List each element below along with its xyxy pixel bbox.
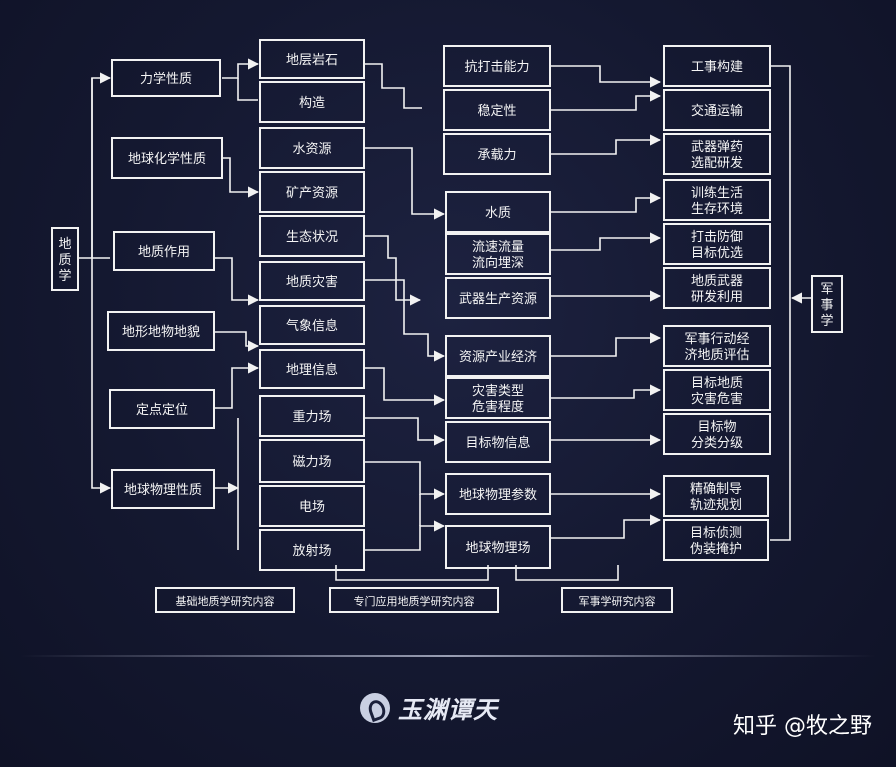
box-wuqidanyao: 武器弹药选配研发 (663, 133, 771, 175)
box-wulicanshu: 地球物理参数 (445, 473, 551, 515)
box-xingdong-label: 军事行动经济地质评估 (684, 332, 749, 363)
box-wuqidanyao-label: 武器弹药选配研发 (691, 140, 743, 171)
box-cili: 磁力场 (259, 439, 365, 483)
box-xunlian: 训练生活生存环境 (663, 179, 771, 221)
box-dili: 地理信息 (259, 349, 365, 389)
box-qixiang: 气象信息 (259, 305, 365, 345)
box-zhongli-label: 重力场 (292, 409, 331, 425)
box-zhence: 目标侦测伪装掩护 (663, 519, 769, 561)
box-zhidao-label: 精确制导轨迹规划 (690, 482, 742, 513)
box-zaihaileixing-label: 灾害类型危害程度 (472, 383, 524, 415)
category-basic-label: 基础地质学研究内容 (176, 594, 275, 608)
box-diqiuhuaxue: 地球化学性质 (111, 137, 223, 179)
box-shuiziyuan-label: 水资源 (292, 142, 331, 157)
box-zaihai: 地质灾害 (259, 261, 365, 301)
box-lixue: 力学性质 (111, 59, 221, 97)
footer-divider (20, 655, 876, 657)
box-wuqiziyuan: 武器生产资源 (445, 277, 551, 319)
box-kangdaji: 抗打击能力 (443, 45, 551, 87)
box-gongshi-label: 工事构建 (691, 60, 743, 75)
box-xunlian-label: 训练生活生存环境 (691, 186, 743, 217)
category-applied-label: 专门应用地质学研究内容 (354, 594, 475, 608)
box-chengzaili: 承载力 (443, 133, 551, 175)
box-mubiaodizhi-label: 目标地质灾害危害 (691, 376, 743, 407)
box-fenlei-label: 目标物分类分级 (691, 420, 743, 451)
box-diqiuhuaxue-label: 地球化学性质 (128, 151, 206, 167)
category-applied: 专门应用地质学研究内容 (329, 587, 499, 613)
box-dili-label: 地理信息 (286, 362, 338, 378)
brand-logo: 玉渊谭天 (360, 690, 498, 725)
box-wulichang: 地球物理场 (445, 525, 551, 569)
box-dajifangyu: 打击防御目标优选 (663, 223, 771, 265)
box-wuqiziyuan-label: 武器生产资源 (459, 292, 537, 307)
box-zhence-label: 目标侦测伪装掩护 (690, 526, 742, 557)
box-diqiuwuli: 地球物理性质 (111, 469, 215, 509)
box-chengzaili-label: 承载力 (477, 148, 516, 163)
box-qixiang-label: 气象信息 (286, 318, 338, 334)
box-mubiaodizhi: 目标地质灾害危害 (663, 369, 771, 411)
box-jiaotong: 交通运输 (663, 89, 771, 131)
box-diqiuwuli-label: 地球物理性质 (124, 483, 202, 498)
box-liusu: 流速流量流向埋深 (445, 233, 551, 275)
watermark: 知乎 @牧之野 (733, 714, 872, 739)
box-dixing-label: 地形地物地貌 (122, 325, 200, 340)
box-wendingxing-label: 稳定性 (477, 103, 516, 119)
box-cili-label: 磁力场 (292, 455, 331, 470)
box-dingdian-label: 定点定位 (136, 403, 188, 418)
box-kuangchan-label: 矿产资源 (286, 186, 338, 201)
box-dizhizuoyong: 地质作用 (113, 231, 215, 271)
logo-mark-icon (360, 692, 390, 723)
box-mubiaowu: 目标物信息 (445, 421, 551, 463)
box-liusu-label: 流速流量流向埋深 (472, 240, 524, 271)
box-dizhixue-label: 地质学 (58, 237, 71, 284)
category-military-label: 军事学研究内容 (579, 594, 656, 608)
box-dianchang-label: 电场 (299, 500, 325, 515)
box-wulicanshu-label: 地球物理参数 (459, 487, 537, 503)
box-junshixue-label: 军事学 (820, 282, 833, 329)
logo-text: 玉渊谭天 (398, 695, 498, 724)
box-xingdong: 军事行动经济地质评估 (663, 325, 771, 367)
box-dixing: 地形地物地貌 (107, 311, 215, 351)
box-fenlei: 目标物分类分级 (663, 413, 771, 455)
box-gouzao-label: 构造 (299, 96, 325, 111)
flow-diagram: 地质学 军事学 力学性质 地球化学性质 地质作用 地形地物地貌 定点定位 地球物… (51, 39, 843, 613)
box-shuizhi: 水质 (445, 191, 551, 233)
box-dizhiwuqi-label: 地质武器研发利用 (691, 274, 743, 305)
box-gouzao: 构造 (259, 81, 365, 123)
box-diceng-label: 地层岩石 (286, 53, 338, 68)
box-dizhiwuqi: 地质武器研发利用 (663, 267, 771, 309)
box-dizhizuoyong-label: 地质作用 (138, 245, 190, 260)
box-wulichang-label: 地球物理场 (465, 541, 530, 556)
box-zhongli: 重力场 (259, 395, 365, 437)
box-dizhixue: 地质学 (51, 227, 79, 291)
box-shuizhi-label: 水质 (485, 206, 511, 221)
box-kangdaji-label: 抗打击能力 (464, 60, 529, 75)
connectors (78, 58, 812, 581)
box-gongshi: 工事构建 (663, 45, 771, 87)
box-dianchang: 电场 (259, 485, 365, 527)
box-diceng: 地层岩石 (259, 39, 365, 79)
box-dajifangyu-label: 打击防御目标优选 (691, 229, 743, 261)
box-kuangchan: 矿产资源 (259, 171, 365, 213)
box-zaihaileixing: 灾害类型危害程度 (445, 377, 551, 419)
category-military: 军事学研究内容 (561, 587, 673, 613)
box-mubiaowu-label: 目标物信息 (465, 435, 530, 451)
box-jiaotong-label: 交通运输 (691, 103, 743, 119)
box-ziyuanjingji: 资源产业经济 (445, 335, 551, 377)
box-zhidao: 精确制导轨迹规划 (663, 475, 769, 517)
box-shengtai-label: 生态状况 (286, 230, 338, 245)
box-dingdian: 定点定位 (109, 389, 215, 429)
box-ziyuanjingji-label: 资源产业经济 (459, 350, 537, 365)
box-shengtai: 生态状况 (259, 215, 365, 257)
box-zaihai-label: 地质灾害 (286, 274, 338, 290)
box-junshixue: 军事学 (811, 275, 843, 333)
box-fangshe: 放射场 (259, 529, 365, 571)
box-shuiziyuan: 水资源 (259, 127, 365, 169)
box-fangshe-label: 放射场 (292, 543, 331, 559)
box-lixue-label: 力学性质 (140, 71, 192, 87)
box-wendingxing: 稳定性 (443, 89, 551, 131)
category-basic: 基础地质学研究内容 (155, 587, 295, 613)
